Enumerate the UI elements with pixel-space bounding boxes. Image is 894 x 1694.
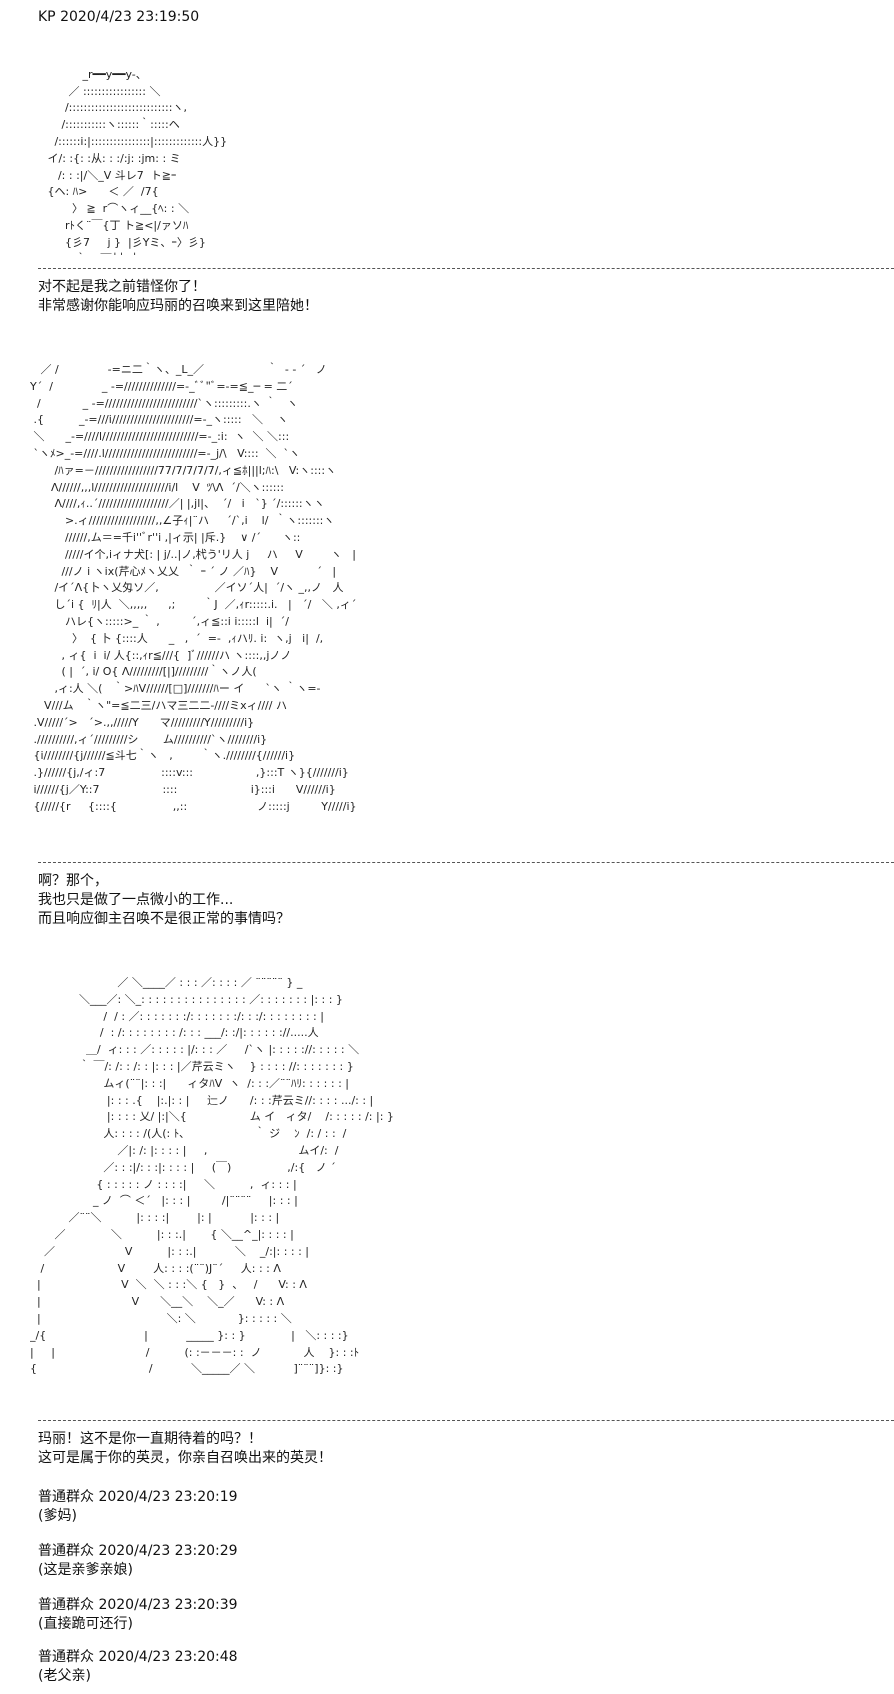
reply-body: (直接跪可还行) (38, 1616, 133, 1632)
ascii-art-1: _r━━y━━y-、 ／ ::::::::::::::::: ＼ /::::::… (47, 67, 228, 255)
ascii-art-2: ／ / -=ニ二｀ヽ、_L_／ ｀ ‐ ‐ ´ ノ Y´ / _ -=/////… (30, 363, 357, 813)
reply: 普通群众 2020/4/23 23:20:48 (老父亲) (38, 1648, 238, 1686)
reply-body: (爹妈) (38, 1508, 77, 1524)
message-line: 非常感谢你能响应玛丽的召唤来到这里陪她！ (38, 298, 318, 314)
reply-body: (这是亲爹亲娘) (38, 1562, 133, 1578)
message-line: 我也只是做了一点微小的工作... (38, 892, 234, 908)
message-3: 玛丽！这不是你一直期待着的吗？！ 这可是属于你的英灵，你亲自召唤出来的英灵！ (38, 1430, 332, 1468)
reply-header: 普通群众 2020/4/23 23:20:19 (38, 1489, 238, 1505)
reply-header: 普通群众 2020/4/23 23:20:48 (38, 1649, 238, 1665)
reply-header: 普通群众 2020/4/23 23:20:29 (38, 1543, 238, 1559)
post-header: KP 2020/4/23 23:19:50 (38, 9, 200, 25)
reply-body: (老父亲) (38, 1668, 91, 1684)
divider (38, 1420, 894, 1421)
message-line: 玛丽！这不是你一直期待着的吗？！ (38, 1431, 262, 1447)
reply: 普通群众 2020/4/23 23:20:29 (这是亲爹亲娘) (38, 1542, 238, 1580)
message-line: 啊？那个， (38, 873, 108, 889)
reply: 普通群众 2020/4/23 23:20:19 (爹妈) (38, 1488, 238, 1526)
message-line: 对不起是我之前错怪你了！ (38, 279, 206, 295)
reply: 普通群众 2020/4/23 23:20:39 (直接跪可还行) (38, 1596, 238, 1634)
reply-header: 普通群众 2020/4/23 23:20:39 (38, 1597, 238, 1613)
divider (38, 862, 894, 863)
message-line: 这可是属于你的英灵，你亲自召唤出来的英灵！ (38, 1450, 332, 1466)
divider (38, 268, 894, 269)
message-line: 而且响应御主召唤不是很正常的事情吗？ (38, 911, 290, 927)
message-1: 对不起是我之前错怪你了！ 非常感谢你能响应玛丽的召唤来到这里陪她！ (38, 278, 318, 316)
message-2: 啊？那个， 我也只是做了一点微小的工作... 而且响应御主召唤不是很正常的事情吗… (38, 872, 290, 929)
ascii-art-3: ／ ＼____／ : : : ／: : : : ／ ¨¨¨¨¨ } _ ＼___… (30, 976, 394, 1376)
